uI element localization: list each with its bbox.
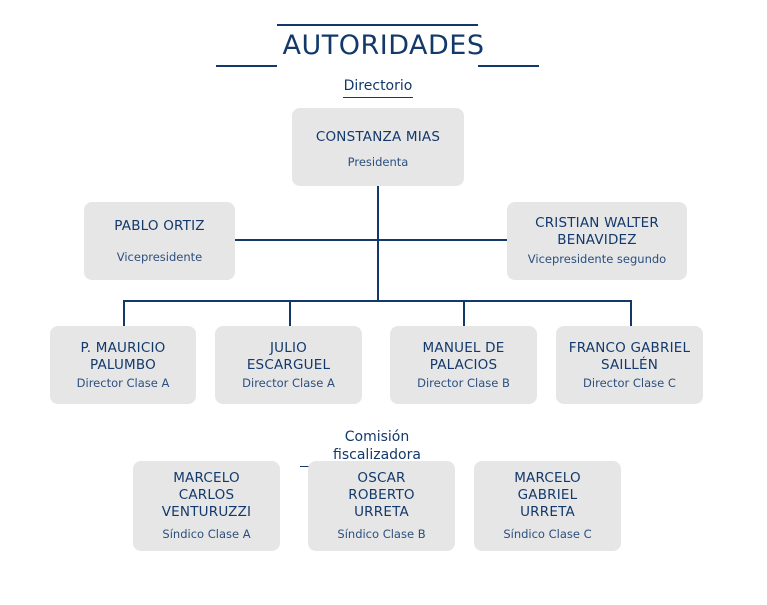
node-name: OSCAR ROBERTO URRETA	[348, 470, 415, 520]
connector-trunk	[377, 185, 379, 302]
node-role: Director Clase A	[76, 375, 170, 390]
node-role: Director Clase C	[583, 375, 676, 390]
node-director: FRANCO GABRIEL SAILLÉN Director Clase C	[556, 326, 703, 404]
node-director: MANUEL DE PALACIOS Director Clase B	[390, 326, 537, 404]
node-director: P. MAURICIO PALUMBO Director Clase A	[50, 326, 196, 404]
connector-director-1	[123, 300, 125, 327]
connector-vice-horizontal	[235, 239, 508, 241]
node-director: JULIO ESCARGUEL Director Clase A	[215, 326, 362, 404]
node-presidente: CONSTANZA MIAS Presidenta	[292, 108, 464, 186]
node-role: Vicepresidente	[116, 249, 203, 264]
title-left-rule	[216, 65, 277, 67]
node-sindico: OSCAR ROBERTO URRETA Síndico Clase B	[308, 461, 455, 551]
node-sindico: MARCELO GABRIEL URRETA Síndico Clase C	[474, 461, 621, 551]
node-name: MARCELO GABRIEL URRETA	[514, 470, 581, 520]
node-name: MARCELO CARLOS VENTURUZZI	[161, 470, 252, 520]
node-vicepresidente-segundo: CRISTIAN WALTER BENAVIDEZ Vicepresidente…	[507, 202, 687, 280]
node-role: Vicepresidente segundo	[527, 252, 667, 266]
node-role: Síndico Clase C	[503, 527, 592, 541]
section-directorio: Directorio	[343, 77, 413, 98]
connector-directors-horizontal	[123, 300, 632, 302]
node-name: P. MAURICIO PALUMBO	[80, 339, 166, 373]
node-name: MANUEL DE PALACIOS	[422, 339, 505, 373]
node-name: PABLO ORTIZ	[114, 217, 205, 234]
title-top-rule	[277, 24, 478, 26]
page-title: AUTORIDADES	[282, 30, 485, 61]
node-name: CONSTANZA MIAS	[315, 128, 441, 145]
node-role: Director Clase A	[242, 375, 335, 390]
node-name: CRISTIAN WALTER BENAVIDEZ	[535, 215, 659, 248]
node-role: Síndico Clase B	[337, 527, 426, 541]
node-name: JULIO ESCARGUEL	[246, 339, 331, 373]
node-role: Presidenta	[347, 154, 409, 169]
connector-director-2	[289, 300, 291, 327]
node-sindico: MARCELO CARLOS VENTURUZZI Síndico Clase …	[133, 461, 280, 551]
connector-director-3	[463, 300, 465, 327]
node-role: Director Clase B	[417, 375, 510, 390]
title-right-rule	[478, 65, 539, 67]
node-role: Síndico Clase A	[162, 527, 251, 541]
connector-director-4	[630, 300, 632, 327]
node-vicepresidente: PABLO ORTIZ Vicepresidente	[84, 202, 235, 280]
node-name: FRANCO GABRIEL SAILLÉN	[568, 339, 691, 373]
